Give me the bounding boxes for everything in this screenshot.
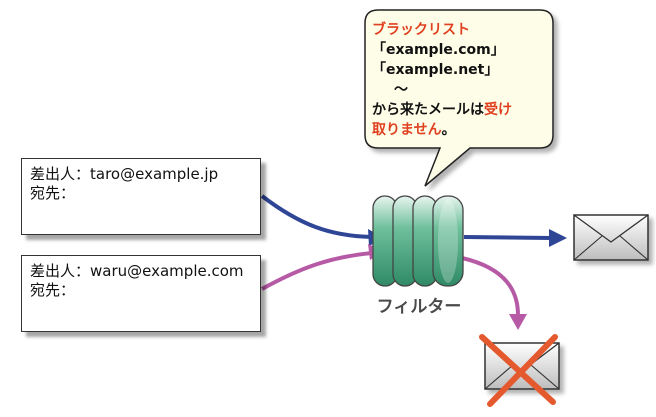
rule-text-b: 受け	[484, 102, 512, 118]
reject-route-arrow	[461, 256, 520, 316]
speech-bubble	[364, 9, 554, 187]
sender-address: waru@example.com	[90, 262, 244, 280]
rule-text-d: 。	[441, 122, 456, 138]
blacklist-rule-line-2: 取りません。	[372, 120, 547, 140]
mail-sender-line: 差出人：taro@example.jp	[30, 165, 252, 184]
reject-cross-icon	[479, 334, 558, 407]
sender-label: 差出人：	[30, 262, 91, 280]
filter-label: フィルター	[376, 297, 462, 317]
blacklist-tilde: 〜	[394, 82, 408, 98]
blacklist-message: ブラックリスト 「example.com」 「example.net」 〜 から…	[372, 20, 547, 140]
rule-text-c: 取りません	[372, 122, 442, 138]
mail-card-taro: 差出人：taro@example.jp 宛先：	[21, 158, 261, 235]
accepted-mail-arrow	[260, 194, 373, 239]
sender-address: taro@example.jp	[90, 165, 219, 183]
pass-through-arrow	[463, 235, 553, 240]
blacklist-title: ブラックリスト	[372, 22, 470, 38]
envelope-icon	[573, 214, 649, 261]
filter-cylinder-icon	[372, 195, 464, 287]
reject-route-arrowhead	[509, 314, 527, 330]
recipient-label: 宛先：	[30, 281, 76, 299]
rule-text-a: から来たメールは	[372, 102, 484, 118]
blacklist-rule-line-1: から来たメールは受け	[372, 100, 547, 120]
blacklist-domain-2: 「example.net」	[372, 62, 499, 78]
pass-through-arrowhead	[549, 229, 567, 247]
blacklist-domain-1: 「example.com」	[372, 42, 505, 58]
mail-sender-line: 差出人：waru@example.com	[30, 262, 252, 281]
recipient-label: 宛先：	[30, 184, 76, 202]
envelope-rejected-icon	[484, 342, 560, 390]
mail-card-waru: 差出人：waru@example.com 宛先：	[21, 255, 261, 332]
rejected-mail-arrow	[261, 251, 373, 291]
sender-label: 差出人：	[30, 165, 91, 183]
